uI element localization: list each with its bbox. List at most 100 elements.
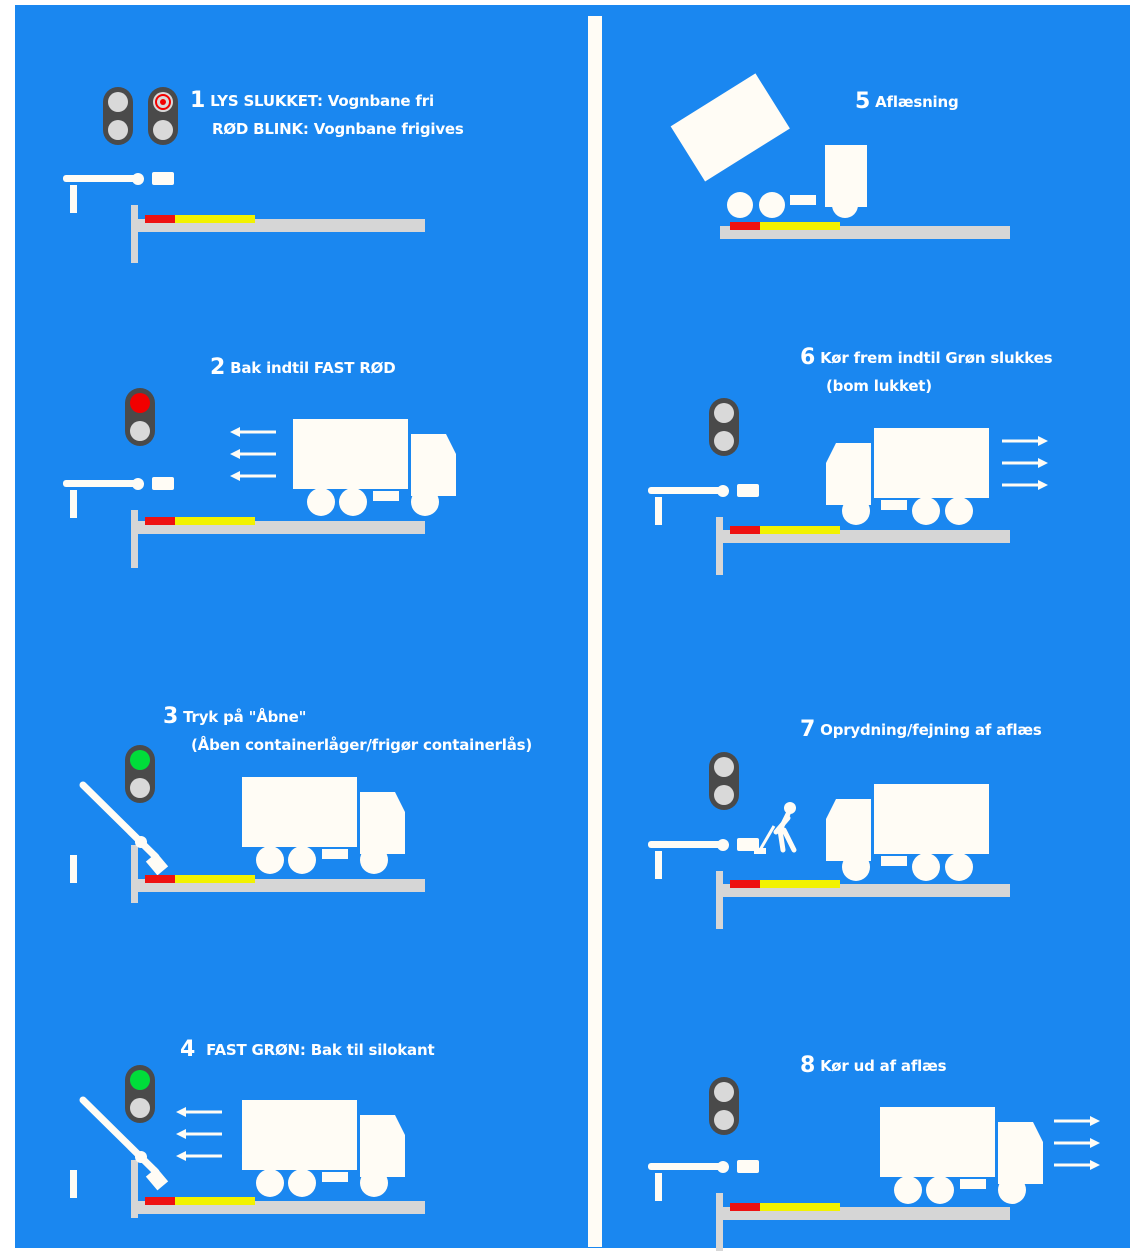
truck-wheel (842, 853, 870, 881)
step-2-caption: 2 Bak indtil FAST RØD (210, 354, 395, 382)
truck-wheel (759, 192, 785, 218)
truck-box-raised (671, 73, 790, 181)
truck-box (242, 777, 357, 847)
truck-wheel (894, 1176, 922, 1204)
red-stripe (145, 875, 175, 883)
ground-platform (135, 1197, 425, 1214)
truck-wheel (727, 192, 753, 218)
truck-wheel (912, 497, 940, 525)
step-3-number: 3 (163, 704, 178, 729)
traffic-light-7 (709, 752, 739, 810)
red-stripe (145, 517, 175, 525)
traffic-light-4 (125, 1065, 155, 1123)
arrow-head (230, 449, 240, 459)
barrier-post (131, 205, 138, 263)
truck-wheel (832, 192, 858, 218)
step-1-text: LYS SLUKKET: Vognbane fri (210, 92, 434, 110)
red-stripe (730, 1203, 760, 1211)
barrier-arm (63, 175, 143, 182)
arrow-head (230, 427, 240, 437)
barrier-pivot (717, 1161, 729, 1173)
bottom-lamp (714, 1110, 734, 1130)
truck-7 (826, 784, 989, 881)
truck-4 (242, 1100, 405, 1197)
truck-wheel (411, 488, 439, 516)
barrier-arm (63, 480, 143, 487)
traffic-light-1 (103, 87, 133, 145)
truck-cab (998, 1122, 1043, 1184)
truck-wheel (307, 488, 335, 516)
broom-handle (760, 826, 774, 850)
barrier-support (70, 185, 77, 213)
ground-platform (135, 875, 425, 892)
traffic-light-2 (125, 388, 155, 446)
truck-tipping (671, 73, 867, 218)
step-4-number: 4 (180, 1037, 195, 1062)
step-4-text: FAST GRØN: Bak til silokant (206, 1041, 434, 1059)
arrow-head (1038, 458, 1048, 468)
step-3-text-2: (Åben containerlåger/frigør containerlås… (191, 736, 532, 754)
red-stripe (145, 215, 175, 223)
bottom-lamp (130, 1098, 150, 1118)
truck-box (880, 1107, 995, 1177)
truck-chassis (881, 500, 907, 510)
top-lamp (130, 393, 150, 413)
bottom-lamp (714, 785, 734, 805)
barrier-support (70, 490, 77, 518)
yellow-stripe (760, 222, 840, 230)
barrier-motor (737, 1160, 759, 1173)
yellow-stripe (175, 517, 255, 525)
ground-platform (720, 222, 1010, 239)
bottom-lamp (714, 431, 734, 451)
step-8-caption: 8 Kør ud af aflæs (800, 1052, 946, 1080)
red-stripe (730, 880, 760, 888)
barrier-support (655, 497, 662, 525)
arrow-head (1090, 1116, 1100, 1126)
barrier-pivot (717, 485, 729, 497)
step-5-caption: 5 Aflæsning (855, 88, 959, 116)
step-1-caption: 1 LYS SLUKKET: Vognbane fri RØD BLINK: V… (190, 87, 464, 143)
blink-dot-icon (160, 99, 166, 105)
top-lamp (108, 92, 128, 112)
step-7-number: 7 (800, 717, 815, 742)
barrier-motor (146, 1168, 168, 1191)
truck-wheel (256, 1169, 284, 1197)
top-lamp (714, 757, 734, 777)
ground-platform (720, 526, 1010, 543)
truck-chassis (960, 1179, 986, 1189)
arrow-head (1038, 480, 1048, 490)
barrier-pivot (717, 839, 729, 851)
step-6-text: Kør frem indtil Grøn slukkes (820, 349, 1052, 367)
barrier-motor (737, 484, 759, 497)
barrier-support (70, 1170, 77, 1198)
barrier-motor (152, 172, 174, 185)
truck-cab (360, 1115, 405, 1177)
top-lamp (130, 750, 150, 770)
truck-8 (880, 1107, 1043, 1204)
step-7-caption: 7 Oprydning/fejning af aflæs (800, 716, 1042, 744)
truck-2 (293, 419, 456, 516)
top-lamp (714, 1082, 734, 1102)
motion-arrows-8 (1054, 1116, 1100, 1170)
arrow-head (176, 1129, 186, 1139)
ground-platform (135, 215, 425, 232)
truck-wheel (998, 1176, 1026, 1204)
truck-chassis (322, 1172, 348, 1182)
step-5-text: Aflæsning (875, 93, 958, 111)
barrier-motor (146, 853, 168, 876)
bottom-lamp (108, 120, 128, 140)
broom-head (754, 848, 766, 854)
truck-wheel (288, 1169, 316, 1197)
truck-box (242, 1100, 357, 1170)
step-8-text: Kør ud af aflæs (820, 1057, 946, 1075)
ground-platform (135, 517, 425, 534)
yellow-stripe (175, 215, 255, 223)
truck-cab (826, 443, 871, 505)
step-7-text: Oprydning/fejning af aflæs (820, 721, 1042, 739)
bottom-lamp (130, 421, 150, 441)
traffic-light-8 (709, 1077, 739, 1135)
yellow-stripe (760, 880, 840, 888)
truck-box (293, 419, 408, 489)
red-stripe (730, 222, 760, 230)
